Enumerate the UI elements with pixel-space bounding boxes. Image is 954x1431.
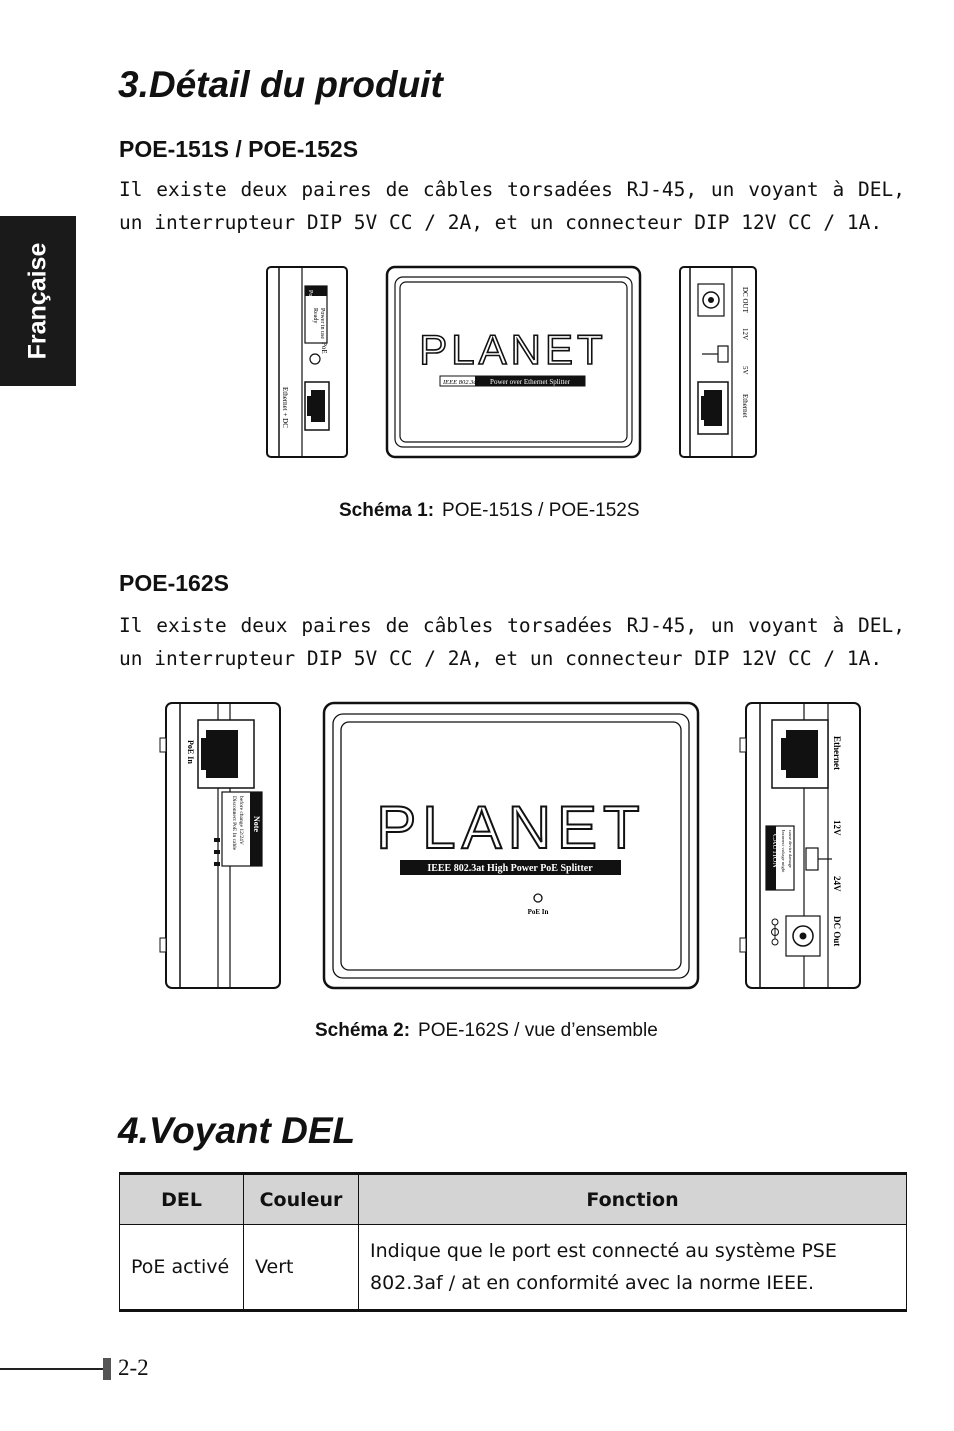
poe162-logo: PLANET (376, 794, 645, 861)
figure-poe162: PoE In Note Disconnect PoE In cable befo… (159, 701, 861, 990)
poe151-ieee: IEEE 802.3af (442, 379, 480, 386)
poe162-heading: POE-162S (119, 570, 229, 596)
figure-1-caption-text: POE-151S / POE-152S (442, 500, 640, 521)
poe162-top-view: PLANET IEEE 802.3at High Power PoE Split… (322, 701, 700, 990)
cell-del: PoE activé (119, 1224, 244, 1312)
poe151-heading: POE-151S / POE-152S (119, 136, 359, 162)
led-table: DEL Couleur Fonction PoE activé Vert Ind… (119, 1172, 907, 1312)
poe151-left-label-2: Power in use (319, 308, 325, 339)
cell-couleur: Vert (243, 1224, 359, 1312)
poe162-band: IEEE 802.3at High Power PoE Splitter (427, 863, 593, 874)
header-couleur: Couleur (243, 1172, 359, 1225)
poe151-right-view: DC OUT 12V 5V Ethernet (679, 266, 757, 458)
poe151-band: Power over Ethernet Splitter (490, 378, 571, 386)
poe162-right-label-1: 12V (832, 820, 842, 836)
poe151-left-label-4: Ethernet + DC (281, 387, 289, 428)
poe162-left-label-2: Disconnect PoE In cable (231, 796, 237, 851)
poe162-description: Il existe deux paires de câbles torsadée… (119, 614, 905, 670)
cell-fonction: Indique que le port est connecté au syst… (358, 1224, 907, 1312)
poe162-left-label-1: Note (252, 816, 261, 832)
poe151-right-label-1: 12V (741, 328, 749, 340)
figure-2-caption: Schéma 2: POE-162S / vue d’ensemble (315, 1020, 658, 1042)
cell-fonction-line1: Indique que le port est connecté au syst… (370, 1240, 837, 1262)
poe162-right-label-3: DC Out (832, 916, 842, 946)
poe151-right-label-2: 5V (741, 366, 749, 375)
poe162-led-label: PoE In (528, 908, 549, 916)
language-tab-label: Française (23, 242, 52, 360)
figure-2-caption-text: POE-162S / vue d’ensemble (418, 1020, 658, 1041)
poe151-left-label-1: Ready (312, 308, 318, 323)
poe151-right-label-3: Ethernet (741, 394, 749, 418)
language-tab: Française (0, 216, 76, 386)
poe151-left-label-3: PoE (320, 342, 328, 354)
poe151-description: Il existe deux paires de câbles torsadée… (119, 178, 905, 234)
poe162-right-label-4: CAUTION (771, 834, 780, 868)
poe151-logo: PLANET (419, 326, 606, 373)
footer-marker (103, 1358, 111, 1380)
led-table-header-row: DEL Couleur Fonction (119, 1172, 907, 1225)
poe162-right-label-5: Incorrect voltage might (781, 830, 786, 873)
poe162-right-label-6: cause device damage (788, 830, 793, 868)
header-fonction: Fonction (358, 1172, 907, 1225)
figure-1-caption: Schéma 1: POE-151S / POE-152S (339, 500, 640, 522)
page-number: 2-2 (118, 1355, 149, 1380)
figure-2-caption-label: Schéma 2: (315, 1020, 411, 1041)
poe162-right-view: Ethernet 12V 24V CAUTION Incorrect volta… (739, 702, 861, 989)
poe162-left-label-0: PoE In (186, 740, 195, 764)
cell-fonction-line2: 802.3af / at en conformité avec la norme… (370, 1272, 815, 1294)
footer-rule (0, 1368, 103, 1370)
table-row: PoE activé Vert Indique que le port est … (119, 1224, 907, 1312)
figure-poe151: PoE 802.3af Ready Power in use PoE Ether… (266, 265, 757, 459)
poe162-left-label-3: before change 12/24V (238, 796, 245, 845)
section-3-title: 3.Détail du produit (118, 64, 443, 105)
poe151-left-label-0: PoE 802.3af (307, 290, 314, 320)
poe151-top-view: PLANET IEEE 802.3af Power over Ethernet … (385, 265, 642, 459)
polarity-icon (771, 918, 779, 946)
poe162-right-label-2: 24V (832, 876, 842, 892)
section-4-title: 4.Voyant DEL (118, 1110, 356, 1151)
poe151-left-view: PoE 802.3af Ready Power in use PoE Ether… (266, 266, 348, 458)
poe162-left-view: PoE In Note Disconnect PoE In cable befo… (159, 702, 281, 989)
poe151-right-label-0: DC OUT (741, 287, 749, 314)
header-del: DEL (119, 1172, 244, 1225)
figure-1-caption-label: Schéma 1: (339, 500, 435, 521)
poe162-right-label-0: Ethernet (832, 736, 842, 770)
